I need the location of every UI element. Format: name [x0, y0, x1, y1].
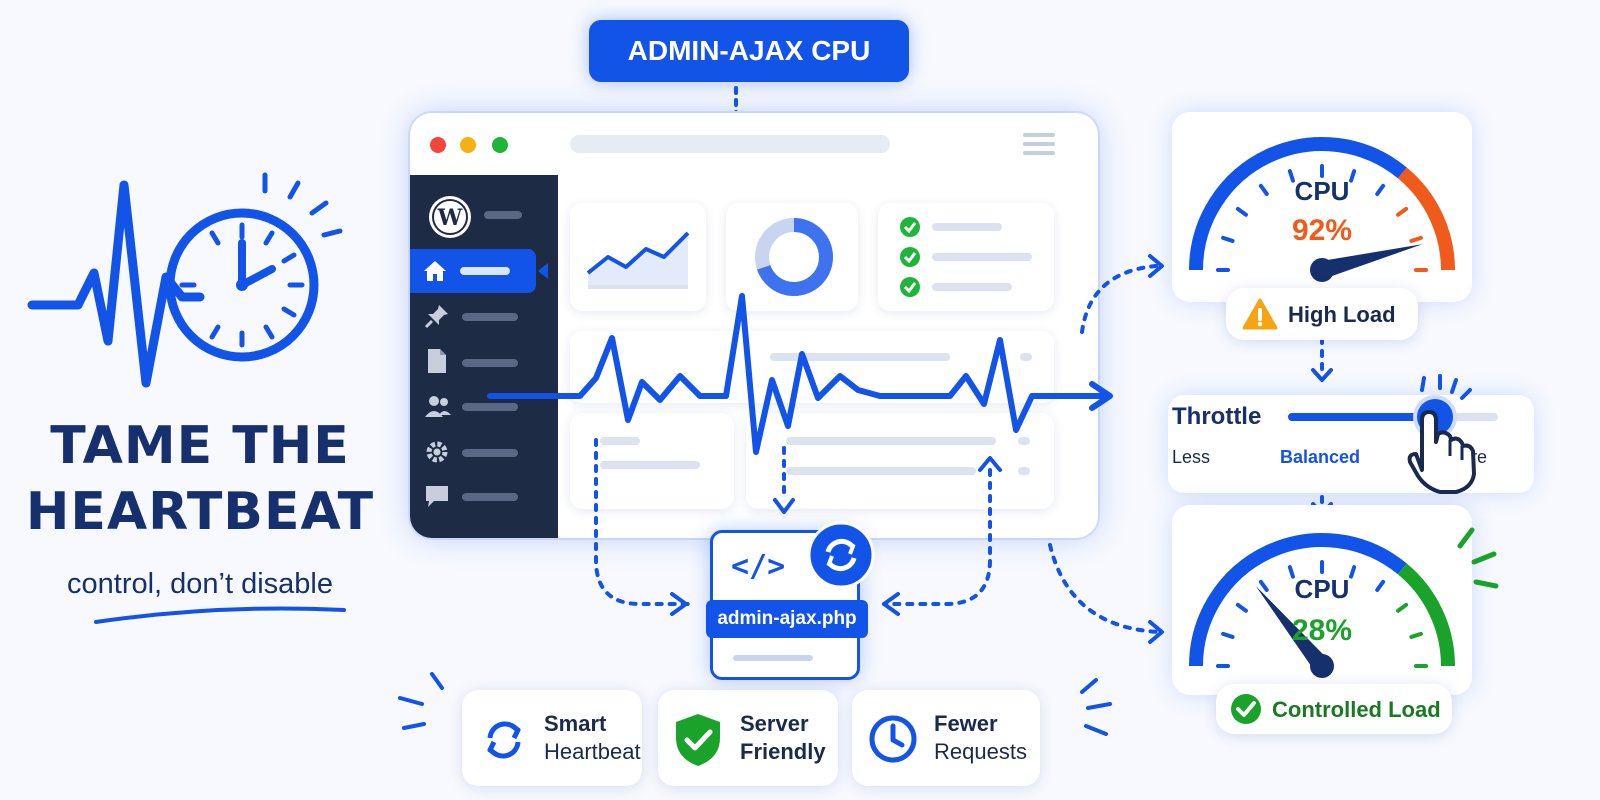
- window-maximize-dot[interactable]: [492, 137, 508, 153]
- gauge-high-value: 92%: [1291, 214, 1353, 247]
- gauge-tick: [1221, 235, 1235, 243]
- refresh-icon: [487, 721, 521, 759]
- gauge-tick: [1235, 206, 1248, 217]
- gauge-high-title: CPU: [1294, 176, 1350, 206]
- line-chart-icon: [586, 231, 690, 289]
- feature-1-line1: Smart: [544, 711, 607, 736]
- gauge-needle: [1255, 585, 1329, 672]
- gauge-tick: [1287, 565, 1295, 579]
- cpu-gauge-low-dial: [1189, 533, 1455, 678]
- donut-chart-icon: [755, 218, 833, 296]
- shield-check-icon: [676, 714, 720, 766]
- gauge-needle-hub: [1310, 258, 1334, 282]
- gauge-tick: [1349, 565, 1357, 579]
- hero-subtitle: control, don’t disable: [67, 568, 333, 600]
- gauge-tick: [1235, 602, 1248, 613]
- traffic-chart-card: [570, 203, 706, 311]
- check-circle-icon: [1231, 694, 1261, 724]
- left-sparkle-icon: [398, 672, 444, 730]
- checklist-card: [878, 203, 1054, 311]
- browser-window: W: [410, 113, 1098, 538]
- pointer-hand-icon: [1407, 374, 1476, 494]
- sidebar-item-settings[interactable]: [424, 437, 534, 467]
- cpu-gauge-high-dial: [1189, 137, 1455, 282]
- feature-2-line2: Friendly: [740, 739, 826, 764]
- feature-3-line1: Fewer: [934, 711, 998, 736]
- right-sparkle-icon: [1080, 678, 1112, 736]
- gauge-tick: [1349, 169, 1357, 183]
- logo-placeholder-bar: [484, 211, 522, 219]
- feature-2-line1: Server: [740, 711, 809, 736]
- hero-title-line2: HEARTBEAT: [25, 482, 375, 542]
- svg-text:W: W: [437, 205, 463, 231]
- heartbeat-line: [487, 293, 1113, 455]
- hamburger-menu-icon[interactable]: [1022, 131, 1056, 157]
- gauge-tick: [1375, 183, 1386, 196]
- throttle-balanced-label: Balanced: [1280, 447, 1361, 467]
- controlled-load-text: Controlled Load: [1272, 697, 1441, 722]
- gauge-tick: [1221, 631, 1235, 639]
- sidebar-item-comments[interactable]: [424, 481, 534, 511]
- gauge-low-value: 28%: [1291, 614, 1353, 647]
- gauge-arc-base: [1189, 137, 1407, 271]
- gauge-tick: [1287, 169, 1295, 183]
- gauge-needle: [1319, 244, 1423, 279]
- check-icons: [900, 217, 920, 297]
- controlled-load-pill: Controlled Load: [1216, 684, 1452, 734]
- feature-3-line2: Requests: [934, 739, 1027, 764]
- address-bar[interactable]: [570, 135, 890, 153]
- gauge-needle-hub: [1310, 654, 1334, 678]
- gauge-tick: [1396, 206, 1409, 217]
- admin-ajax-label: admin-ajax.php: [706, 600, 868, 638]
- gauge-tick: [1409, 631, 1423, 639]
- gauge-tick: [1375, 579, 1386, 592]
- success-sparkle-icon: [1457, 527, 1499, 589]
- gauge-tick: [1409, 235, 1423, 243]
- admin-sidebar: W: [410, 175, 558, 538]
- comment-icon: [426, 486, 448, 507]
- code-icon: </>: [731, 549, 786, 584]
- sidebar-item-users[interactable]: [424, 391, 534, 421]
- gear-icon: [426, 441, 448, 463]
- donut-chart-card: [726, 203, 858, 311]
- home-icon: [424, 261, 446, 281]
- gauge-tick: [1258, 183, 1269, 196]
- window-close-dot[interactable]: [430, 137, 446, 153]
- gauge-tick: [1258, 579, 1269, 592]
- heartbeat-clock-icon: [27, 172, 343, 388]
- feature-1-line2: Heartbeat: [544, 739, 641, 764]
- window-minimize-dot[interactable]: [460, 137, 476, 153]
- sidebar-item-pages[interactable]: [424, 347, 534, 377]
- gauge-arc-accent: [1397, 167, 1455, 271]
- throttle-title: Throttle: [1172, 403, 1262, 430]
- sidebar-item-posts[interactable]: [424, 301, 534, 331]
- pin-icon: [424, 305, 448, 329]
- hero-title-line1: TAME THE: [50, 416, 350, 476]
- throttle-less-label: Less: [1172, 447, 1211, 467]
- wordpress-logo-icon: W: [429, 196, 471, 238]
- gauge-low-title: CPU: [1294, 574, 1350, 604]
- gauge-arc-accent: [1397, 563, 1455, 667]
- clock-icon: [869, 715, 917, 763]
- active-pointer-icon: [538, 263, 548, 279]
- throttle-fill: [1288, 413, 1435, 421]
- users-icon: [425, 396, 451, 417]
- sidebar-item-home[interactable]: [410, 249, 536, 293]
- high-load-text: High Load: [1288, 302, 1396, 327]
- subtitle-underline: [94, 606, 346, 624]
- warning-icon: [1242, 298, 1278, 330]
- gauge-tick: [1396, 602, 1409, 613]
- bottom-right-card: [746, 413, 1054, 509]
- high-load-pill: High Load: [1226, 288, 1418, 340]
- admin-ajax-cpu-label: ADMIN-AJAX CPU: [589, 20, 909, 82]
- gauge-arc-base: [1189, 533, 1407, 667]
- document-icon: [428, 349, 446, 373]
- sync-badge-icon: [807, 521, 875, 589]
